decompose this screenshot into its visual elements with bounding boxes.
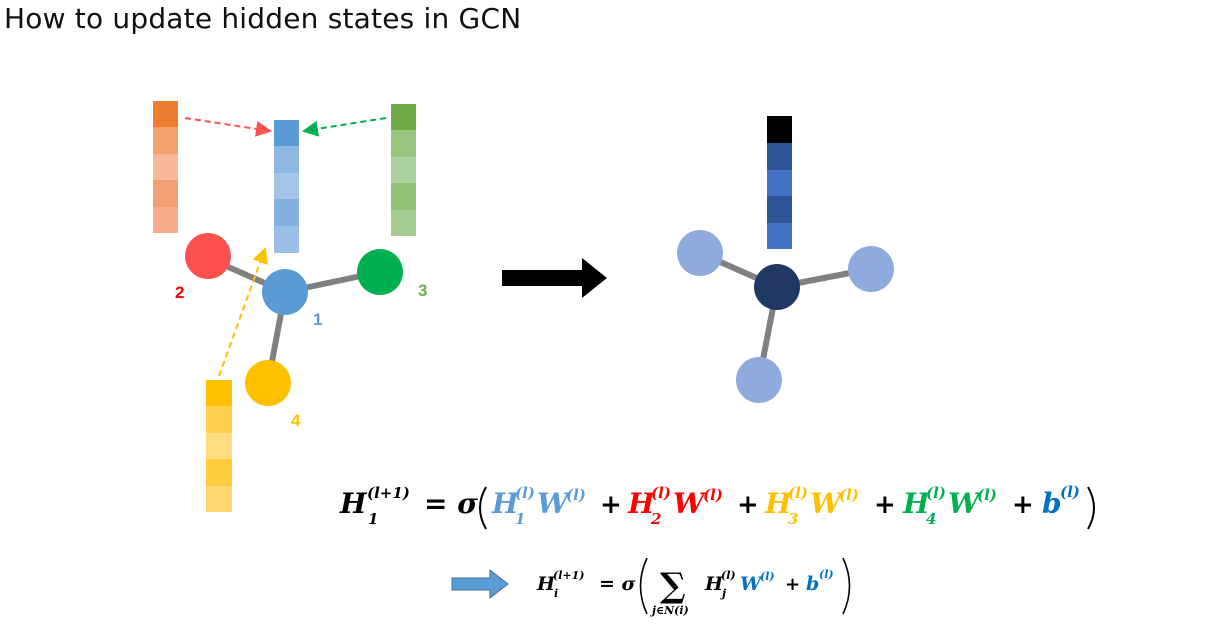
node-label-2: 2 [175, 283, 184, 302]
eq1-t2-H: H [627, 487, 656, 520]
eq2-sum-sub: j∈N(i) [650, 604, 689, 617]
eq1-plus-3: + [874, 490, 896, 520]
eq1-equals-sigma: = σ [424, 487, 478, 520]
eq1-t4-W: W [948, 487, 982, 520]
feature-vector-node-2 [153, 101, 178, 233]
eq1-t1-sub: 1 [515, 510, 525, 528]
eq1-t2-sup: (l) [651, 484, 671, 502]
eq2-W: W [740, 573, 763, 595]
node-4 [245, 360, 291, 406]
eq2-lhs-H: H [536, 573, 556, 595]
eq1-paren-right [1087, 486, 1095, 530]
eq2-plus: + [785, 574, 800, 595]
eq2-H-sup: (l) [721, 569, 736, 582]
eq1-t3-W-sup: (l) [839, 486, 859, 504]
eq2-H-sub: j [720, 587, 726, 600]
equation-2: H (l+1) i = σ ∑ j∈N(i) H (l) j W (l) + b… [536, 557, 851, 617]
updated-feature-vector [767, 116, 792, 249]
node-1 [262, 269, 308, 315]
eq1-t1-H: H [491, 487, 520, 520]
output-graph [677, 116, 894, 403]
output-node-center [754, 264, 800, 310]
eq1-t2-W: W [673, 487, 707, 520]
eq1-paren-left [479, 486, 487, 530]
eq1-t1-W-sup: (l) [566, 486, 586, 504]
eq1-lhs-H: H [339, 487, 368, 520]
message-arrow-3-to-1 [302, 117, 387, 137]
feature-vector-node-4 [206, 380, 232, 512]
eq2-equals-sigma: = σ [599, 573, 637, 595]
page-title: How to update hidden states in GCN [4, 2, 522, 35]
eq2-sum: ∑ [660, 566, 686, 606]
eq2-lhs-sup: (l+1) [553, 569, 584, 582]
eq1-t4-W-sup: (l) [977, 486, 997, 504]
output-node-left [677, 230, 723, 276]
node-2 [185, 233, 231, 279]
eq2-H: H [704, 573, 724, 595]
implies-arrow [451, 568, 509, 600]
equation-1: H (l+1) 1 = σ H (l) 1 W (l) + H (l) 2 W … [339, 483, 1095, 530]
feature-vector-node-3 [391, 104, 416, 236]
eq1-t2-W-sup: (l) [703, 486, 723, 504]
eq1-b: b [1042, 487, 1062, 520]
eq1-t2-sub: 2 [650, 510, 661, 528]
eq2-paren-right [842, 557, 851, 615]
eq1-b-sup: (l) [1060, 483, 1080, 501]
input-graph: 2 3 1 4 [153, 101, 427, 512]
feature-vector-node-1 [274, 120, 299, 253]
eq2-b: b [806, 573, 819, 595]
node-label-4: 4 [291, 411, 301, 430]
eq2-paren-left [639, 557, 648, 615]
eq2-lhs-sub: i [554, 587, 558, 600]
eq1-plus-4: + [1012, 490, 1034, 520]
node-label-3: 3 [418, 281, 427, 300]
transform-arrow [502, 258, 607, 298]
eq1-t1-W: W [537, 487, 571, 520]
eq1-plus-2: + [737, 490, 759, 520]
eq1-t4-H: H [902, 487, 931, 520]
eq1-t3-H: H [764, 487, 793, 520]
eq1-t4-sup: (l) [926, 484, 946, 502]
output-node-bottom [736, 357, 782, 403]
eq1-t3-W: W [810, 487, 844, 520]
node-label-1: 1 [313, 310, 322, 329]
eq1-lhs-sup: (l+1) [367, 484, 410, 502]
message-arrow-4-to-1 [218, 247, 268, 377]
eq1-plus-1: + [600, 490, 622, 520]
eq1-t1-sup: (l) [515, 484, 535, 502]
output-node-right [848, 246, 894, 292]
message-arrow-2-to-1 [184, 117, 272, 137]
eq2-b-sup: (l) [819, 568, 834, 581]
eq1-t3-sup: (l) [788, 484, 808, 502]
eq1-lhs-sub: 1 [368, 510, 378, 528]
node-3 [357, 249, 403, 295]
eq1-t4-sub: 4 [926, 510, 936, 528]
eq1-t3-sub: 3 [788, 510, 798, 528]
eq2-W-sup: (l) [760, 570, 775, 583]
